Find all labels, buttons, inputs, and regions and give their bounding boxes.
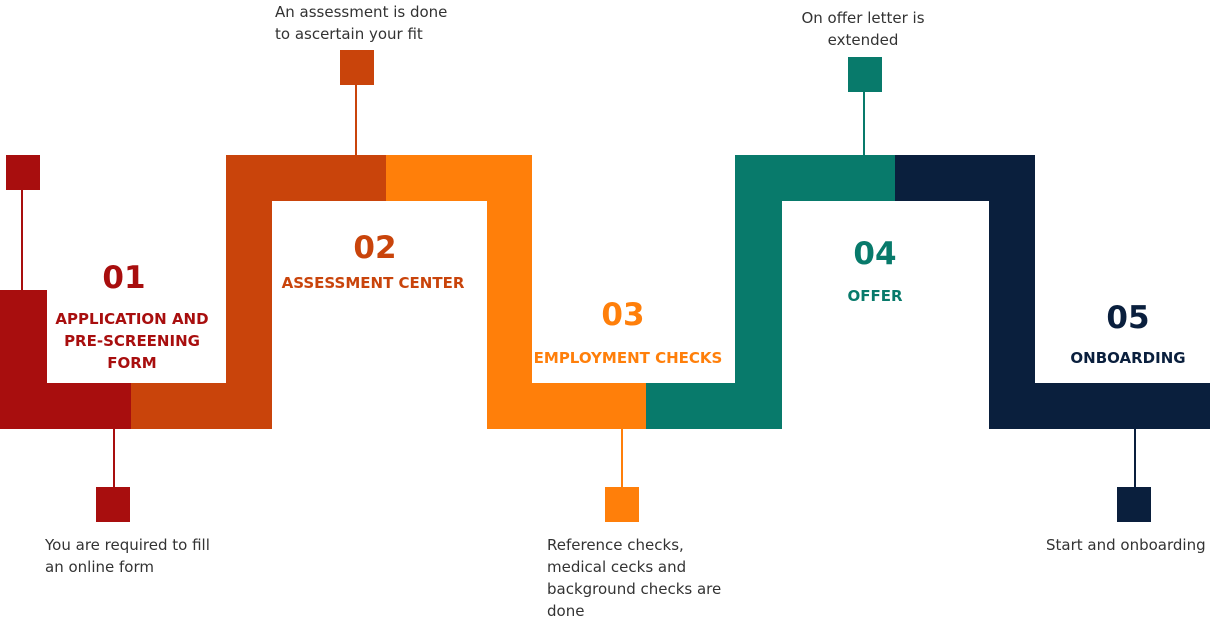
step-2-title-line: ASSESSMENT CENTER (281, 274, 465, 292)
step-1-description-line: You are required to fill (45, 536, 210, 554)
step-3-description-line: done (547, 602, 585, 620)
step-3-title: EMPLOYMENT CHECKS (532, 347, 724, 369)
step-4-title-line: OFFER (847, 287, 903, 305)
step-3-band (386, 155, 646, 429)
step-2-description-line: to ascertain your fit (275, 25, 423, 43)
step-2-connector (340, 50, 374, 155)
step-3-connector (605, 429, 639, 522)
step-1-title-line: PRE-SCREENING (64, 332, 200, 350)
step-1-marker (96, 487, 130, 522)
step-2-marker (340, 50, 374, 85)
step-1-band (0, 290, 131, 429)
step-3-number: 03 (601, 297, 645, 333)
step-5-description-line: Start and onboarding (1046, 536, 1206, 554)
step-3-description-line: Reference checks, (547, 536, 684, 554)
step-1-connector (96, 429, 130, 522)
step-3-description: Reference checks, medical cecks and back… (547, 534, 724, 622)
step-3-description-line: background checks are (547, 580, 722, 598)
step-5-title: ONBOARDING (1050, 347, 1206, 369)
step-1-top-marker (6, 155, 40, 190)
step-1-title: APPLICATION AND PRE-SCREENING FORM (47, 308, 217, 374)
step-1-description-line: an online form (45, 558, 154, 576)
step-5-number: 05 (1106, 300, 1150, 336)
step-4-description-line: On offer letter is (801, 9, 925, 27)
step-3-marker (605, 487, 639, 522)
step-1-top-connector (6, 155, 40, 290)
step-4-number: 04 (853, 236, 897, 272)
step-5-marker (1117, 487, 1151, 522)
step-4-description-line: extended (827, 31, 899, 49)
step-1-number: 01 (102, 260, 146, 296)
step-2-description: An assessment is done to ascertain your … (275, 1, 464, 45)
step-5-description: Start and onboarding (1046, 534, 1216, 556)
step-4-title: OFFER (800, 285, 950, 307)
step-2-number: 02 (353, 230, 397, 266)
step-5-band (895, 155, 1210, 429)
step-2-band (131, 155, 386, 429)
step-5-title-line: ONBOARDING (1070, 349, 1186, 367)
step-1-description: You are required to fill an online form (45, 534, 234, 578)
step-4-description: On offer letter is extended (782, 7, 944, 51)
step-4-connector (848, 57, 882, 155)
step-4-marker (848, 57, 882, 92)
step-2-title: ASSESSMENT CENTER (272, 272, 474, 294)
step-3-title-line: EMPLOYMENT CHECKS (533, 349, 723, 367)
step-5-connector (1117, 429, 1151, 522)
step-4-band (646, 155, 895, 429)
step-1-title-line: APPLICATION AND (55, 310, 209, 328)
step-1-title-line: FORM (107, 354, 157, 372)
step-2-description-line: An assessment is done (275, 3, 448, 21)
step-3-description-line: medical cecks and (547, 558, 687, 576)
